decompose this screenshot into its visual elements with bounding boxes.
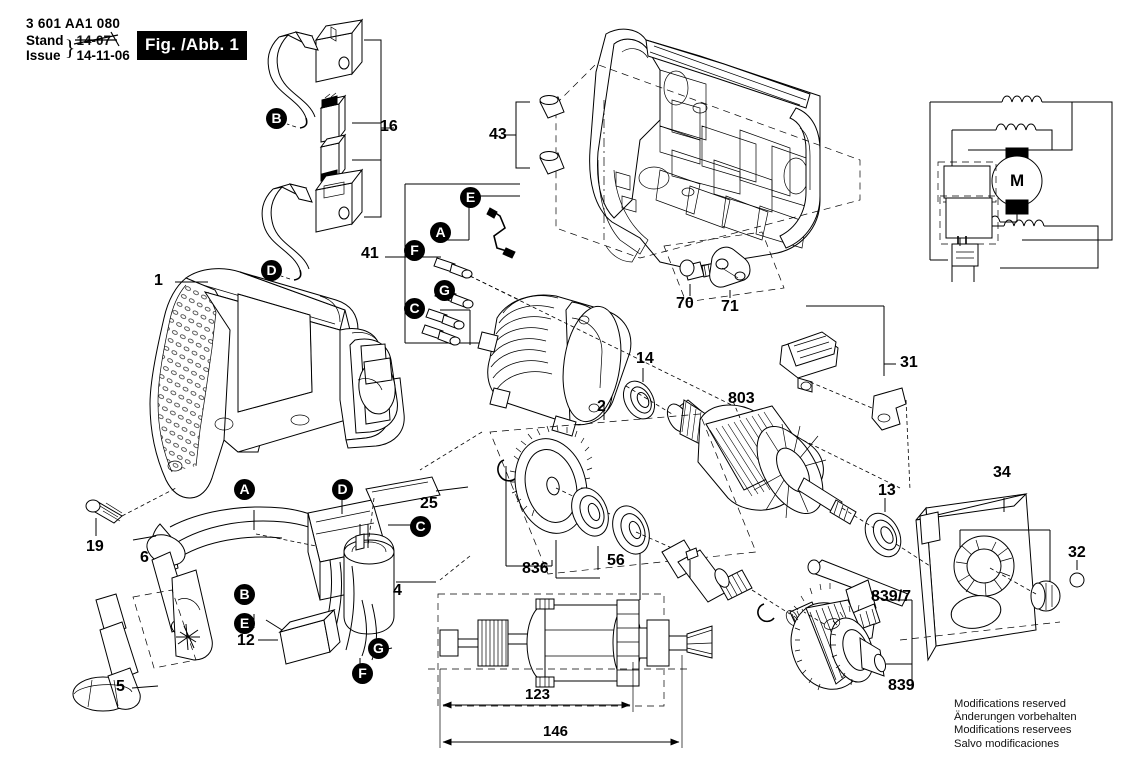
callout-836: 836 <box>522 560 549 577</box>
bearing-13 <box>864 498 902 558</box>
bullet-d-upper: D <box>261 260 282 281</box>
switch-module <box>307 476 469 635</box>
bullet-e-stator: E <box>460 187 481 208</box>
coil-bottom <box>1003 219 1045 227</box>
callout-2: 2 <box>597 398 606 415</box>
callout-1: 1 <box>154 272 163 289</box>
callout-32: 32 <box>1068 544 1086 561</box>
callout-41: 41 <box>361 245 379 262</box>
notice-es: Salvo modificaciones <box>954 737 1060 750</box>
depth-stop-group <box>663 231 785 303</box>
callout-803: 803 <box>728 390 755 407</box>
bearing-14 <box>622 368 656 420</box>
callout-70: 70 <box>676 295 694 312</box>
armature-803 <box>666 393 857 525</box>
cable-switch-group <box>72 476 469 712</box>
brush-lead-b <box>267 31 319 129</box>
drill-chuck-839 <box>790 583 913 691</box>
date-current: 14-11-06 <box>76 48 130 63</box>
plug-5 <box>72 593 159 712</box>
callout-839-7: 839/7 <box>871 588 912 605</box>
notice-de: Änderungen vorbehalten <box>954 711 1077 724</box>
mode-selector-knob <box>989 567 1061 612</box>
switch-paddle-31 <box>779 305 911 491</box>
brace-bracket: } <box>64 35 76 60</box>
callout-6: 6 <box>140 549 149 566</box>
bullet-g-stator: G <box>434 280 455 301</box>
mains-plug <box>171 569 213 661</box>
brush-holder-lower <box>314 168 364 233</box>
ball-32 <box>1069 572 1085 588</box>
bullet-g-switch: G <box>368 638 389 659</box>
bullet-a-switch: A <box>234 479 255 500</box>
callout-4: 4 <box>393 582 402 599</box>
dimension-146: 146 <box>543 723 569 740</box>
stator-group <box>385 183 901 489</box>
coil-top <box>1001 95 1043 103</box>
brush-assembly-group <box>261 18 394 281</box>
document-header: 3 601 AA1 080 Stand Issue } 14-07 14-11-… <box>26 16 130 63</box>
switch-block-lower <box>939 195 999 245</box>
brush-lead-d <box>261 183 313 281</box>
assembly-axis-lines <box>419 385 931 625</box>
drill-housing-assembly <box>85 268 405 536</box>
callout-25: 25 <box>420 495 438 512</box>
bullet-f-stator: F <box>404 240 425 261</box>
carbon-brush-upper <box>319 92 347 143</box>
bullet-f-switch: F <box>352 663 373 684</box>
motor-symbol-label: M <box>1010 171 1025 190</box>
armature-side-view <box>428 593 713 748</box>
notice-fr: Modifications reservees <box>954 724 1072 737</box>
bullet-e-switch: E <box>234 613 255 634</box>
callout-71: 71 <box>721 298 739 315</box>
gear-bearing-group <box>489 413 757 600</box>
field-coil-wire <box>486 207 516 259</box>
callout-31: 31 <box>900 354 918 371</box>
motor-symbol-group <box>991 147 1043 215</box>
screw-19 <box>85 487 177 536</box>
callout-43: 43 <box>489 126 507 143</box>
stator-body <box>477 294 632 437</box>
connector-12 <box>258 608 341 665</box>
callout-839: 839 <box>888 677 915 694</box>
brush-holder-upper <box>314 18 364 83</box>
motor-housing-half <box>504 28 861 269</box>
callout-34: 34 <box>993 464 1011 481</box>
bullet-b-switch: B <box>234 584 255 605</box>
notice-en: Modifications reserved <box>954 698 1066 710</box>
date-struck-wrap: 14-07 <box>73 31 130 48</box>
callout-56: 56 <box>607 552 625 569</box>
figure-label: Fig. /Abb. 1 <box>137 31 248 60</box>
callout-19: 19 <box>86 538 104 555</box>
callout-5: 5 <box>116 678 125 695</box>
callout-12: 12 <box>237 632 255 649</box>
callout-13: 13 <box>878 482 896 499</box>
callout-16: 16 <box>380 118 398 135</box>
bullet-a-stator: A <box>430 222 451 243</box>
bullet-b-upper: B <box>266 108 287 129</box>
label-stand: Stand <box>26 33 64 48</box>
label-issue: Issue <box>26 48 61 63</box>
clamp-71 <box>709 246 751 298</box>
order-number: 3 601 AA1 080 <box>26 16 121 31</box>
terminal-block <box>951 243 979 267</box>
bullet-d-switch: D <box>332 479 353 500</box>
dimension-123: 123 <box>525 686 551 703</box>
bullet-c-stator: C <box>404 298 425 319</box>
modifications-notice: Modifications reserved Änderungen vorbeh… <box>954 698 1077 751</box>
hammer-mechanism-34 <box>899 493 1085 662</box>
callout-14: 14 <box>636 350 654 367</box>
coil-second <box>995 123 1037 131</box>
wiring-schematic <box>929 95 1113 282</box>
bullet-c-switch: C <box>410 516 431 537</box>
